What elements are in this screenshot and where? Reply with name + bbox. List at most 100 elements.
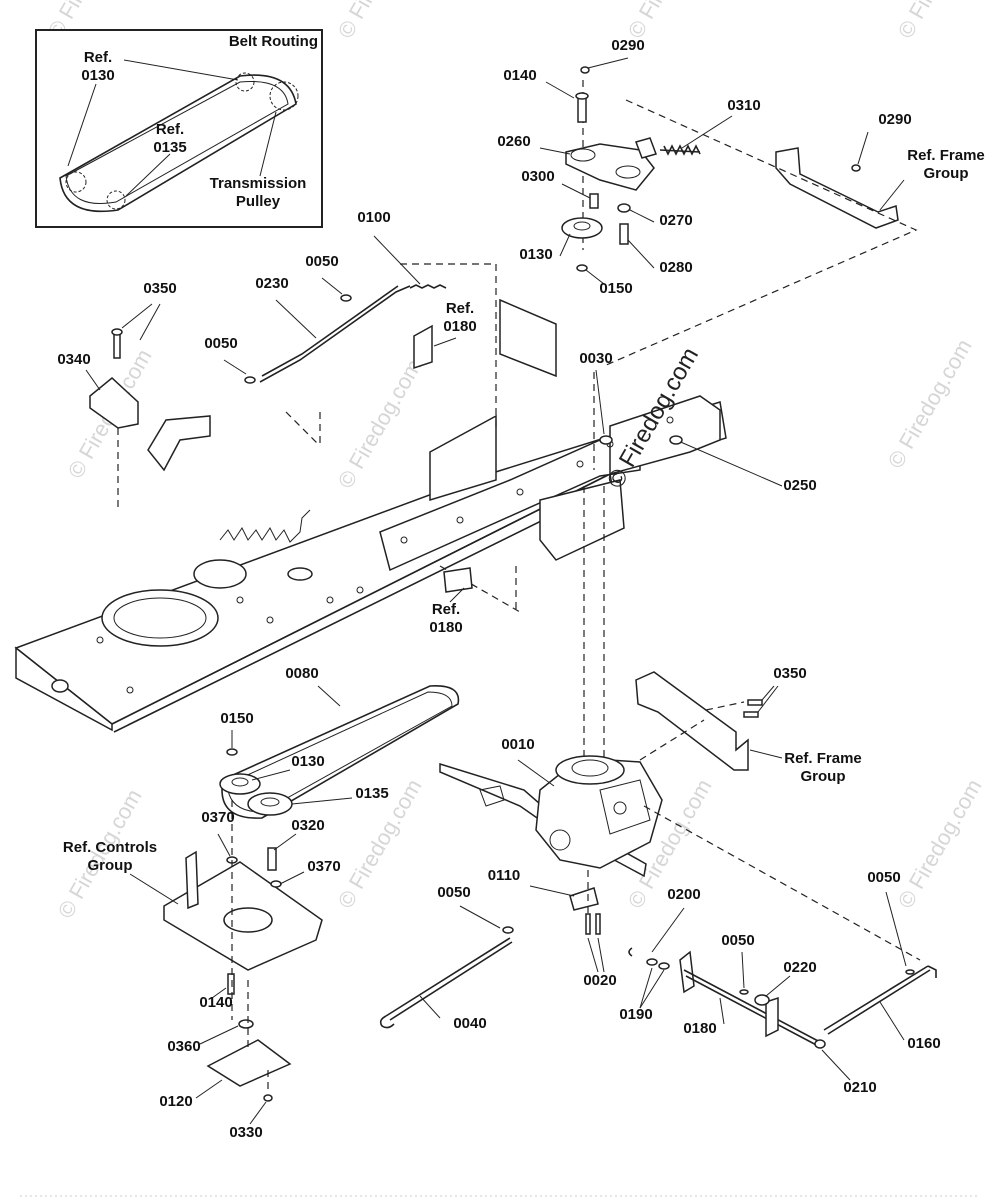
- callout-c0050-b: 0050: [204, 335, 237, 352]
- control-rod-assembly: [223, 235, 457, 384]
- callout-line: 0050: [204, 335, 237, 352]
- callout-line: 0330: [229, 1124, 262, 1141]
- callout-line: 0130: [291, 753, 324, 770]
- callout-line: Ref. Controls: [63, 839, 157, 856]
- callout-c0370-b: 0370: [307, 858, 340, 875]
- callout-c0130-top: 0130: [519, 246, 552, 263]
- callout-c0030: 0030: [579, 350, 612, 367]
- callout-c0360: 0360: [167, 1038, 200, 1055]
- callout-line: 0280: [659, 259, 692, 276]
- callout-c0080: 0080: [285, 665, 318, 682]
- callout-line: Pulley: [236, 193, 281, 210]
- callout-line: 0210: [843, 1079, 876, 1096]
- callout-line: 0220: [783, 959, 816, 976]
- callout-line: 0150: [599, 280, 632, 297]
- callout-line: Group: [924, 165, 969, 182]
- callout-line: 0270: [659, 212, 692, 229]
- rod-0040: [379, 905, 514, 1029]
- callout-c0350-top: 0350: [143, 280, 176, 297]
- callout-line: 0350: [143, 280, 176, 297]
- callout-line: Ref.: [84, 49, 112, 66]
- callout-c0320: 0320: [291, 817, 324, 834]
- frame-bracket-right: [635, 671, 921, 961]
- callout-line: 0230: [255, 275, 288, 292]
- callout-line: 0135: [355, 785, 388, 802]
- watermark-faint: © Firedog.com: [333, 355, 427, 493]
- callout-line: 0030: [579, 350, 612, 367]
- callout-line: 0050: [437, 884, 470, 901]
- callout-c0250: 0250: [783, 477, 816, 494]
- callout-line: 0290: [878, 111, 911, 128]
- callout-c0290-right: 0290: [878, 111, 911, 128]
- callout-c0150-top: 0150: [599, 280, 632, 297]
- drive-belt: [219, 685, 460, 819]
- callout-line: 0300: [521, 168, 554, 185]
- callout-c0160: 0160: [907, 1035, 940, 1052]
- callout-line: 0260: [497, 133, 530, 150]
- callout-line: 0130: [519, 246, 552, 263]
- callout-line: 0130: [81, 67, 114, 84]
- lever-assembly: [628, 891, 937, 1081]
- callout-inset-ref-0135: Ref.0135: [153, 121, 186, 156]
- main-frame: [14, 263, 727, 760]
- callout-c0280: 0280: [659, 259, 692, 276]
- callout-c0040: 0040: [453, 1015, 486, 1032]
- callout-line: 0150: [220, 710, 253, 727]
- callout-line: 0140: [503, 67, 536, 84]
- callout-c0140-bottom: 0140: [199, 994, 232, 1011]
- callout-line: 0050: [867, 869, 900, 886]
- callout-line: Group: [88, 857, 133, 874]
- callout-line: 0160: [907, 1035, 940, 1052]
- callout-line: Ref.: [432, 601, 460, 618]
- callout-line: 0290: [611, 37, 644, 54]
- callout-line: Group: [801, 768, 846, 785]
- callout-line: 0250: [783, 477, 816, 494]
- watermark-faint: © Firedog.com: [893, 775, 987, 913]
- callout-line: 0050: [721, 932, 754, 949]
- idler-bracket-assembly: [539, 57, 733, 285]
- callout-line: 0110: [488, 867, 521, 884]
- callout-line: Ref. Frame: [784, 750, 862, 767]
- callout-line: 0135: [153, 139, 186, 156]
- callout-line: 0370: [307, 858, 340, 875]
- callout-c0340: 0340: [57, 351, 90, 368]
- callout-line: 0080: [285, 665, 318, 682]
- callout-line: 0340: [57, 351, 90, 368]
- callout-line: Transmission: [210, 175, 307, 192]
- rear-brackets: [595, 369, 683, 445]
- callout-line: 0040: [453, 1015, 486, 1032]
- callout-line: 0010: [501, 736, 534, 753]
- callout-c0050-e: 0050: [721, 932, 754, 949]
- callout-line: 0180: [429, 619, 462, 636]
- callout-line: 0140: [199, 994, 232, 1011]
- watermark-faint: © Firedog.com: [333, 0, 427, 43]
- callout-line: 0190: [619, 1006, 652, 1023]
- callout-line: 0180: [443, 318, 476, 335]
- callout-c0020: 0020: [583, 972, 616, 989]
- callout-ref-0180-top: Ref.0180: [443, 300, 476, 335]
- callout-line: 0180: [683, 1020, 716, 1037]
- callout-c0050-d: 0050: [437, 884, 470, 901]
- callout-line: 0320: [291, 817, 324, 834]
- watermark-faint: © Firedog.com: [893, 0, 987, 43]
- callout-c0210: 0210: [843, 1079, 876, 1096]
- callout-line: 0100: [357, 209, 390, 226]
- callout-line: 0050: [305, 253, 338, 270]
- watermark-faint: © Firedog.com: [883, 335, 977, 473]
- callout-c0260: 0260: [497, 133, 530, 150]
- callout-ref-0180-mid: Ref.0180: [429, 601, 462, 636]
- inset-title: Belt Routing: [229, 33, 318, 50]
- callout-c0150-mid: 0150: [220, 710, 253, 727]
- callout-line: Ref.: [156, 121, 184, 138]
- callout-inset-ref-0130: Ref.0130: [81, 49, 114, 84]
- callout-c0100: 0100: [357, 209, 390, 226]
- callout-line: 0360: [167, 1038, 200, 1055]
- callout-c0110: 0110: [488, 867, 521, 884]
- callout-c0050-a: 0050: [305, 253, 338, 270]
- controls-plate: [129, 800, 323, 1125]
- callout-c0010: 0010: [501, 736, 534, 753]
